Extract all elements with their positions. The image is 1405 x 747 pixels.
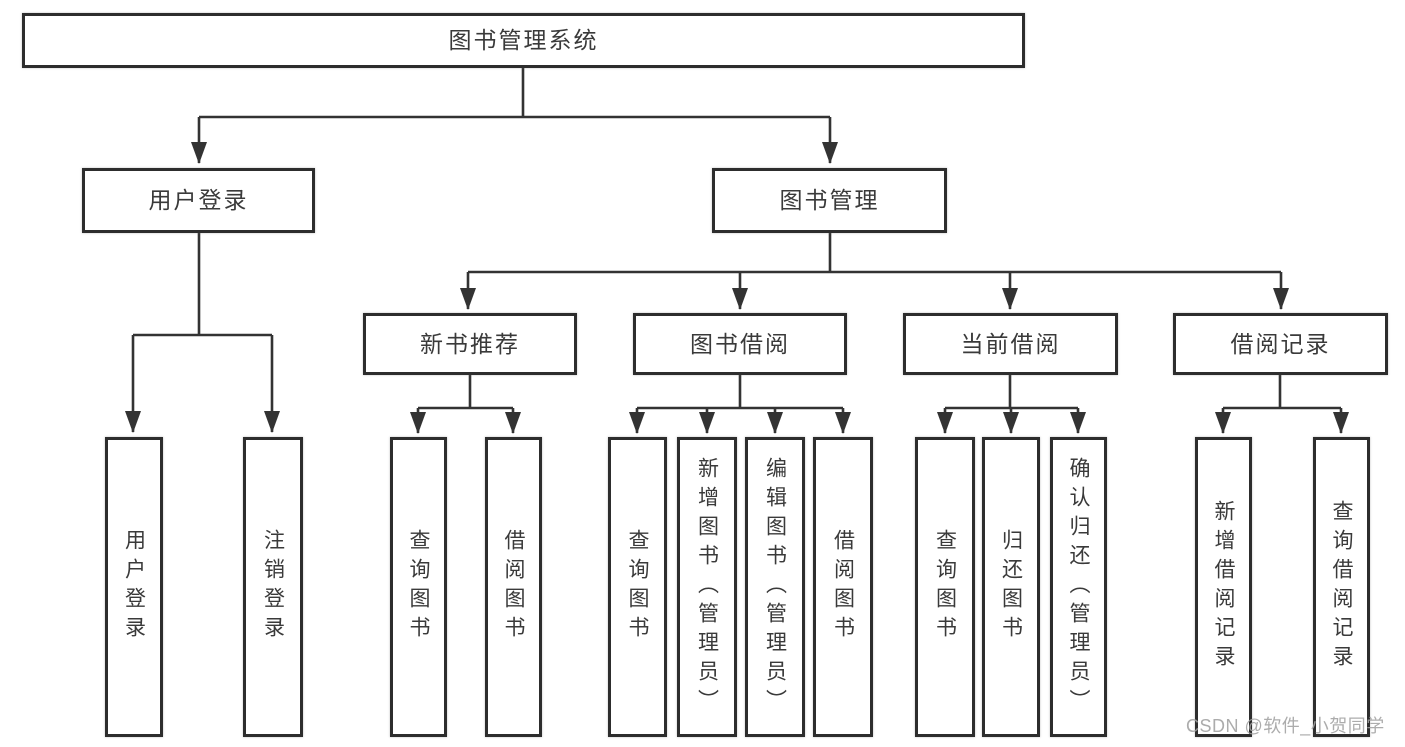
leaf-newbooks-borrow-books: 借阅图书 — [485, 437, 542, 737]
node-borrowing-records: 借阅记录 — [1173, 313, 1388, 375]
leaf-borrowing-query-books: 查询图书 — [608, 437, 667, 737]
leaf-records-add-borrow-record: 新增借阅记录 — [1195, 437, 1252, 737]
node-library-management-system: 图书管理系统 — [22, 13, 1025, 68]
node-user-login-branch: 用户登录 — [82, 168, 315, 233]
leaf-current-confirm-return-admin: 确认归还（管理员） — [1050, 437, 1107, 737]
node-new-book-recommend: 新书推荐 — [363, 313, 577, 375]
leaf-newbooks-query-books: 查询图书 — [390, 437, 447, 737]
node-book-borrowing: 图书借阅 — [633, 313, 847, 375]
leaf-borrowing-edit-books-admin: 编辑图书（管理员） — [745, 437, 805, 737]
node-current-borrowing: 当前借阅 — [903, 313, 1118, 375]
leaf-borrowing-add-books-admin: 新增图书（管理员） — [677, 437, 737, 737]
csdn-watermark: CSDN @软件_小贺同学 — [1186, 716, 1385, 736]
leaf-records-query-borrow-record: 查询借阅记录 — [1313, 437, 1370, 737]
leaf-logout: 注销登录 — [243, 437, 303, 737]
leaf-current-return-books: 归还图书 — [982, 437, 1040, 737]
leaf-user-login: 用户登录 — [105, 437, 163, 737]
leaf-borrowing-borrow-books: 借阅图书 — [813, 437, 873, 737]
node-book-management-branch: 图书管理 — [712, 168, 947, 233]
leaf-current-query-books: 查询图书 — [915, 437, 975, 737]
